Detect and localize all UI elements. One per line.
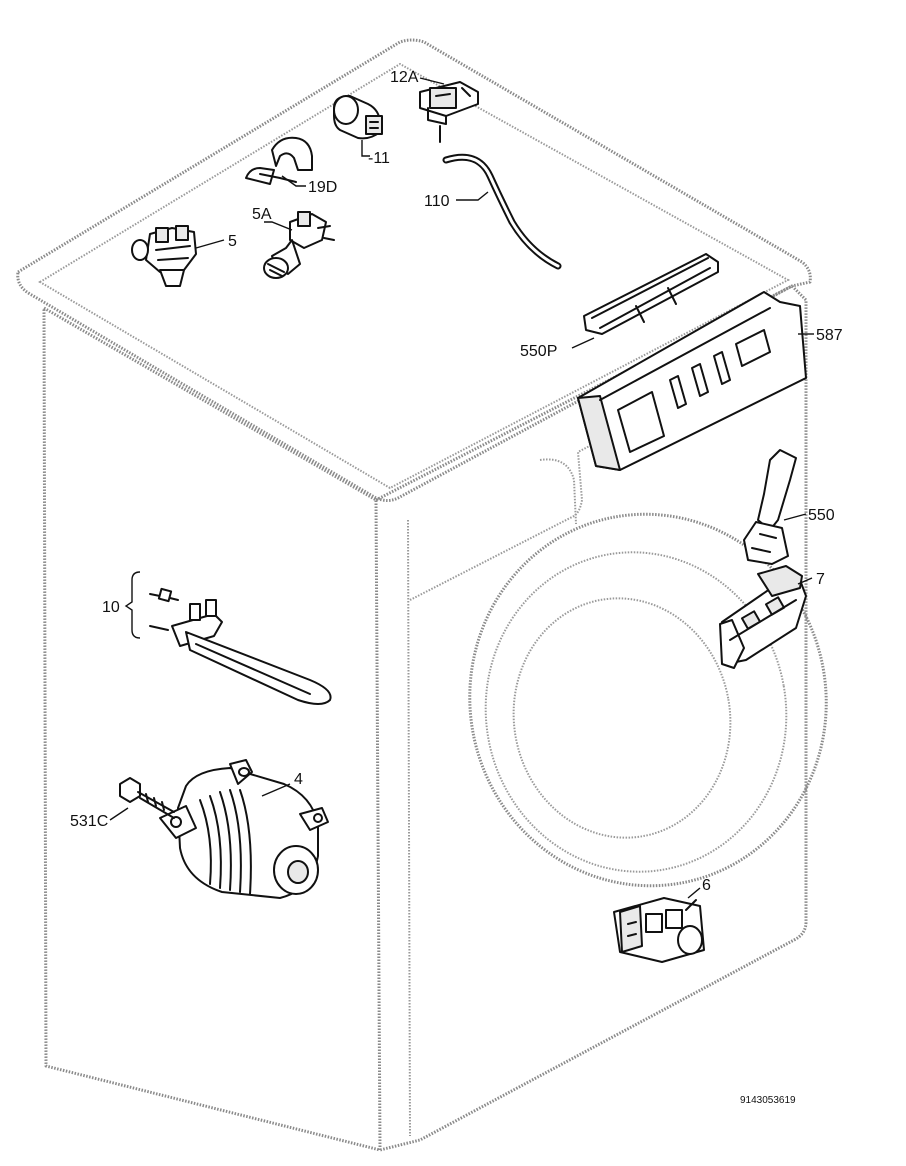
bracket-19d [245,136,313,187]
drawing-code: 9143053619 [740,1095,796,1106]
motor-4 [159,759,329,899]
inlet-valve-5a [263,211,335,279]
inlet-valve-5 [131,225,225,287]
label-4: 4 [294,771,303,788]
control-board-587 [577,291,814,471]
interference-suppressor-11 [333,95,383,157]
heating-element-10 [124,571,332,705]
label-10: 10 [102,599,120,616]
label-5: 5 [228,233,237,250]
label-550: 550 [808,507,835,524]
door-handle-550 [743,449,807,565]
pump-module-6 [613,887,705,963]
label-5a: 5A [252,206,272,223]
label-7: 7 [816,571,825,588]
label-531c: 531C [70,813,108,830]
door-lock-7 [719,565,813,669]
label-550p: 550P [520,343,557,360]
label-19d: 19D [308,179,337,196]
part-labels: 12A -11 19D 110 5A 5 587 550P 550 7 10 4… [70,69,843,1106]
label-6: 6 [702,877,711,894]
label-12a: 12A [390,69,419,86]
screw-531c [109,777,175,821]
panel-trim-550p [571,253,719,349]
label-110: 110 [424,193,450,210]
label-587: 587 [816,327,843,344]
label-11: -11 [368,150,390,167]
pressure-switch-12a [419,77,479,143]
hose-110 [442,153,562,270]
